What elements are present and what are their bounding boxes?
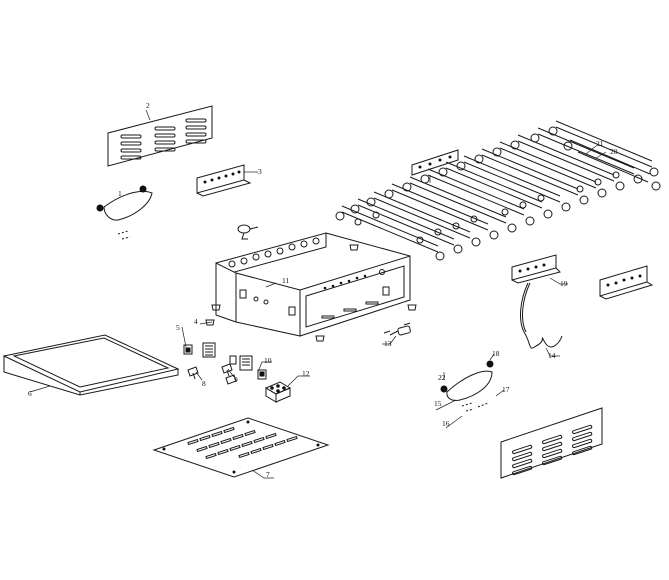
callout-12: 12 bbox=[302, 369, 310, 378]
callout-22: 22 bbox=[438, 373, 446, 382]
callout-8: 8 bbox=[202, 379, 206, 388]
callout-7: 7 bbox=[266, 470, 270, 479]
bottom-plate bbox=[152, 417, 330, 478]
bracket-far-right bbox=[599, 265, 654, 300]
callout-3: 3 bbox=[258, 167, 262, 176]
temperature-probe bbox=[383, 322, 411, 336]
callout-10: 10 bbox=[264, 356, 272, 365]
vent-panel-bottom-right bbox=[500, 407, 603, 479]
electrical-components bbox=[183, 319, 292, 403]
bracket-left bbox=[196, 164, 252, 197]
callout-leaders bbox=[29, 109, 607, 479]
drip-tray bbox=[2, 334, 180, 396]
callout-6: 6 bbox=[28, 389, 32, 398]
callout-15: 15 bbox=[434, 399, 442, 408]
callout-1: 11 bbox=[282, 276, 289, 285]
callout-2: 2 bbox=[146, 101, 150, 110]
heating-tubes-assembly bbox=[335, 120, 661, 261]
callout-1-left: 1 bbox=[118, 189, 122, 198]
callout-9: 9 bbox=[234, 375, 238, 384]
burner-cover-left bbox=[96, 185, 153, 240]
callout-5: 5 bbox=[176, 323, 180, 332]
control-knob bbox=[237, 224, 259, 240]
bracket-right bbox=[511, 254, 561, 284]
callout-14: 14 bbox=[548, 351, 556, 360]
callout-16: 16 bbox=[442, 419, 450, 428]
main-housing bbox=[211, 232, 417, 342]
callout-21: 21 bbox=[596, 139, 604, 148]
callout-4: 4 bbox=[194, 317, 198, 326]
power-cable bbox=[520, 282, 563, 349]
callout-17: 17 bbox=[502, 385, 510, 394]
callout-13: 13 bbox=[384, 339, 392, 348]
callout-20: 20 bbox=[610, 147, 618, 156]
callout-19: 19 bbox=[560, 279, 568, 288]
burner-cover-right bbox=[440, 360, 494, 412]
vent-panel-top-left bbox=[107, 105, 213, 167]
callout-labels: 11 2 3 4 5 6 7 8 9 10 12 13 14 15 16 17 … bbox=[28, 101, 618, 479]
callout-18: 18 bbox=[492, 349, 500, 358]
